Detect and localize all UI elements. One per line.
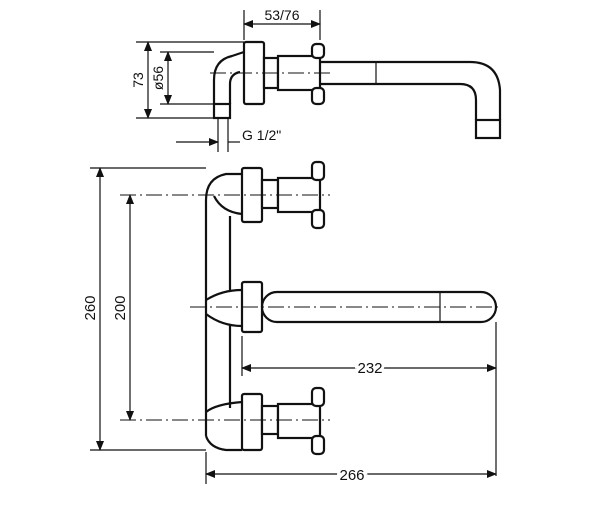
side-handle-top (310, 42, 326, 60)
side-spout-top (320, 60, 502, 120)
side-aerator (474, 118, 502, 140)
manifold-top-bend (204, 172, 242, 201)
dim-label-diameter: ø56 (150, 66, 166, 90)
side-elbow-inner (228, 70, 241, 104)
side-handle-bottom (310, 86, 326, 106)
dim-label-overall-height: 260 (82, 295, 99, 320)
dim-label-handle-spacing: 200 (112, 295, 129, 320)
bottom-valve-flange (240, 392, 264, 452)
dim-label-flange-offset: 53/76 (264, 7, 299, 23)
front-view: 260 200 232 266 (82, 160, 500, 487)
dim-label-height-top: 73 (130, 72, 146, 88)
side-inlet-thread (212, 102, 232, 120)
bottom-valve-body (276, 402, 322, 440)
bottom-handle-lower[interactable] (310, 434, 326, 456)
top-handle-upper[interactable] (310, 160, 326, 182)
dim-label-thread: G 1/2" (242, 127, 281, 143)
side-elbow-outline (212, 50, 245, 104)
manifold-bottom-bend (204, 435, 242, 452)
dim-label-spout-projection: 232 (357, 360, 382, 377)
side-spout-bottom (320, 82, 478, 120)
manifold-middle-tee (205, 288, 243, 328)
top-valve-collar (260, 178, 280, 210)
dim-label-overall-projection: 266 (339, 467, 364, 484)
top-handle-lower[interactable] (310, 208, 326, 230)
side-view: 53/76 73 ø56 G 1/2" (130, 7, 502, 152)
bottom-handle-upper[interactable] (310, 386, 326, 408)
manifold-bottom-inner (205, 400, 243, 413)
manifold-top-inner (213, 195, 243, 216)
